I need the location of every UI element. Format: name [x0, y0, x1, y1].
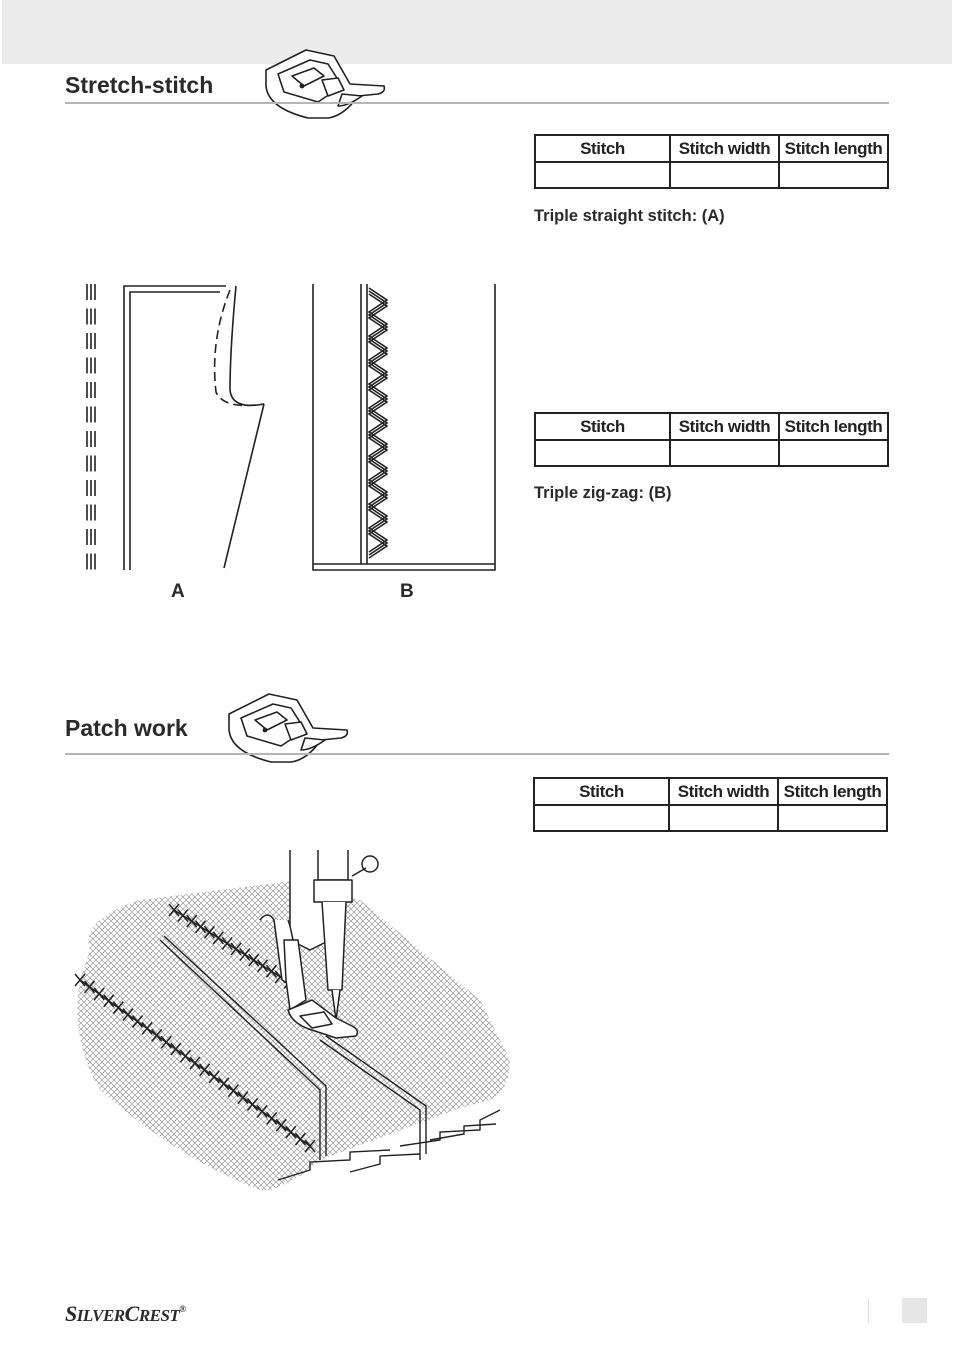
caption-triple-zigzag: Triple zig-zag: (B): [534, 484, 672, 502]
stitch-settings-table-a: Stitch Stitch width Stitch length: [534, 134, 889, 189]
section-title-stretch-stitch: Stretch-stitch: [65, 72, 214, 98]
caption-triple-straight: Triple straight stitch: (A): [534, 207, 725, 225]
figure-label-a: A: [171, 581, 185, 602]
col-header-stitch-width: Stitch width: [668, 777, 779, 806]
page-number-box: [902, 1298, 927, 1323]
illustration-triple-zigzag: [312, 284, 496, 571]
col-header-stitch-length: Stitch length: [777, 777, 888, 806]
stitch-cell: [534, 161, 671, 189]
brand-logo: SILVERCREST®: [65, 1301, 186, 1326]
stitch-length-cell: [778, 161, 889, 189]
presser-foot-icon: [228, 693, 349, 763]
stitch-settings-table-b: Stitch Stitch width Stitch length: [534, 412, 889, 467]
col-header-stitch-length: Stitch length: [778, 412, 889, 441]
stitch-cell: [533, 804, 670, 832]
illustration-triple-straight-stitch: [86, 284, 265, 570]
header-band: [2, 0, 952, 64]
col-header-stitch-length: Stitch length: [778, 134, 889, 163]
col-header-stitch-width: Stitch width: [669, 134, 780, 163]
col-header-stitch-width: Stitch width: [669, 412, 780, 441]
col-header-stitch: Stitch: [534, 134, 671, 163]
page-divider: [868, 1298, 869, 1323]
stitch-width-cell: [668, 804, 779, 832]
stitch-cell: [534, 439, 671, 467]
stitch-settings-table-patch: Stitch Stitch width Stitch length: [533, 777, 888, 832]
illustration-patchwork-sewing: [74, 850, 510, 1190]
section-title-patch-work: Patch work: [65, 715, 188, 741]
col-header-stitch: Stitch: [534, 412, 671, 441]
stitch-width-cell: [669, 439, 780, 467]
figure-label-b: B: [400, 581, 414, 602]
presser-foot-icon: [265, 49, 386, 119]
section-rule: [65, 753, 889, 755]
stitch-length-cell: [777, 804, 888, 832]
section-rule: [65, 102, 889, 104]
col-header-stitch: Stitch: [533, 777, 670, 806]
stitch-length-cell: [778, 439, 889, 467]
stitch-width-cell: [669, 161, 780, 189]
